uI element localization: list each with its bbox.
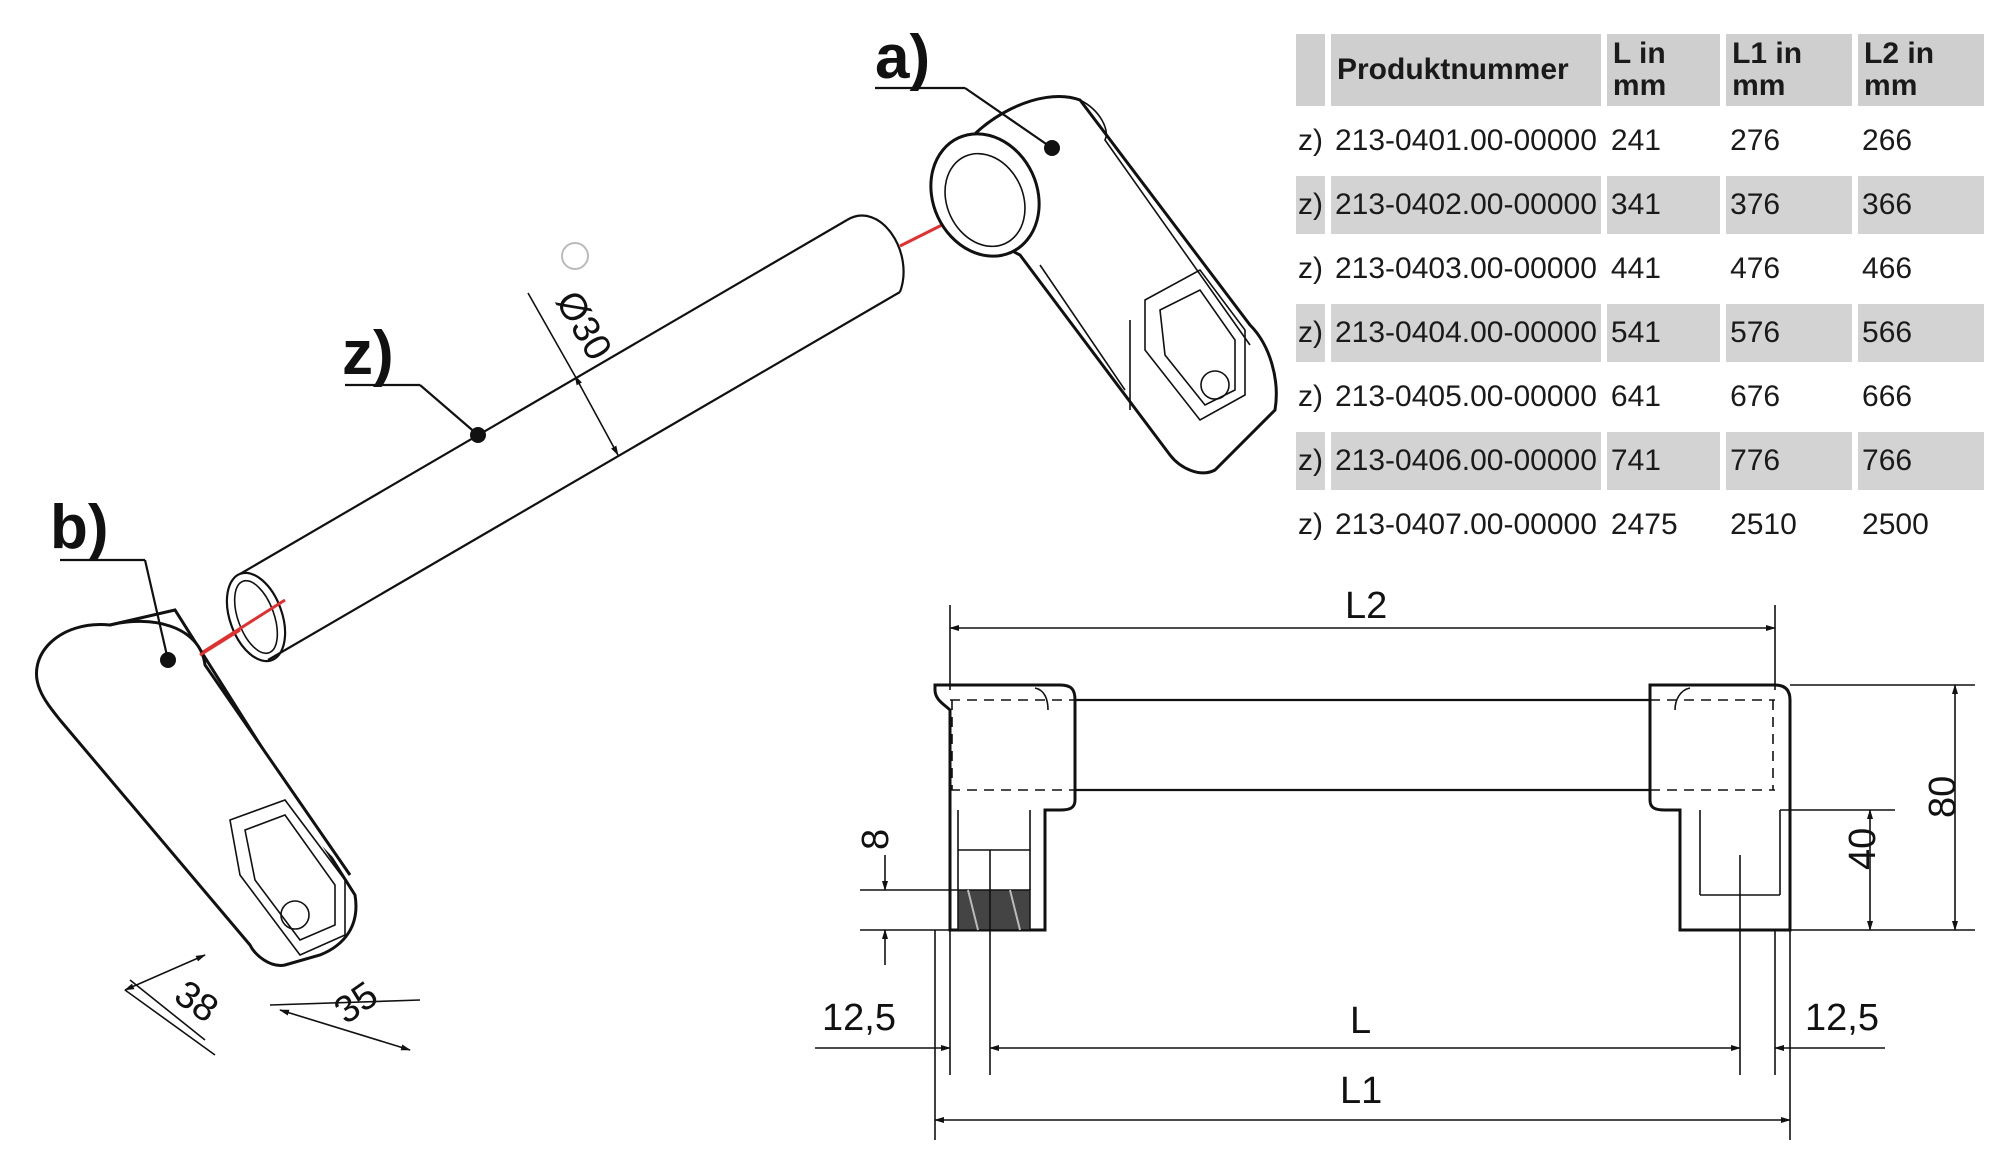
cell-L: 641 — [1610, 380, 1661, 413]
cell-product: 213-0403.00-00000 — [1335, 252, 1597, 285]
header-L2: L2 in mm — [1858, 34, 1984, 106]
cell-product: 213-0405.00-00000 — [1335, 380, 1597, 413]
dim-8-label: 8 — [855, 829, 897, 850]
callout-z-label: z) — [342, 319, 394, 388]
cell-L1: 676 — [1730, 380, 1781, 413]
dim-offset-right-label: 12,5 — [1805, 997, 1879, 1039]
header-L: L in mm — [1606, 34, 1721, 106]
cell-prefix: z) — [1296, 304, 1325, 362]
bracket-part-a — [929, 94, 1278, 475]
cell-prefix: z) — [1298, 252, 1323, 285]
cell-L: 741 — [1606, 432, 1721, 490]
table-row: z) 213-0403.00-00000 441 476 466 — [1296, 240, 1984, 298]
header-blank — [1296, 34, 1325, 106]
cell-L1: 376 — [1726, 176, 1853, 234]
table-row: z) 213-0402.00-00000 341 376 366 — [1296, 176, 1984, 234]
dim-40-label: 40 — [1842, 828, 1884, 870]
base-dimensions: 38 35 — [124, 954, 421, 1056]
cell-L1: 476 — [1730, 252, 1781, 285]
diameter-label: Ø30 — [547, 284, 619, 367]
cell-prefix: z) — [1296, 176, 1325, 234]
diameter-dimension: Ø30 — [527, 284, 619, 456]
cell-L2: 366 — [1858, 176, 1984, 234]
product-table: Produktnummer L in mm L1 in mm L2 in mm … — [1290, 28, 1990, 560]
table-header-row: Produktnummer L in mm L1 in mm L2 in mm — [1296, 34, 1984, 106]
bracket-part-b — [35, 608, 358, 967]
callout-b: b) — [50, 493, 176, 668]
cell-L1: 2510 — [1730, 508, 1797, 541]
table-row: z) 213-0405.00-00000 641 676 666 — [1296, 368, 1984, 426]
cell-product: 213-0406.00-00000 — [1331, 432, 1601, 490]
cell-L2: 666 — [1862, 380, 1913, 413]
width-38-label: 38 — [167, 973, 226, 1032]
callout-b-label: b) — [50, 493, 109, 562]
cell-L2: 266 — [1862, 124, 1913, 157]
callout-a: a) — [875, 23, 1060, 156]
table-row: z) 213-0404.00-00000 541 576 566 — [1296, 304, 1984, 362]
dim-L2-label: L2 — [1345, 585, 1387, 627]
dim-offset-left-label: 12,5 — [822, 997, 896, 1039]
width-35-label: 35 — [327, 974, 386, 1033]
cell-product: 213-0407.00-00000 — [1335, 508, 1597, 541]
table-row: z) 213-0401.00-00000 241 276 266 — [1296, 112, 1984, 170]
cell-L: 241 — [1610, 124, 1661, 157]
tube-part-z — [202, 204, 981, 663]
dim-80-label: 80 — [1922, 776, 1964, 818]
header-product: Produktnummer — [1331, 34, 1601, 106]
cell-prefix: z) — [1296, 432, 1325, 490]
cell-product: 213-0401.00-00000 — [1335, 124, 1597, 157]
cell-L2: 466 — [1862, 252, 1913, 285]
cell-prefix: z) — [1298, 380, 1323, 413]
callout-a-label: a) — [875, 23, 930, 92]
front-view: L2 80 40 8 12,5 L 12,5 L1 — [815, 585, 1975, 1140]
dim-L1-label: L1 — [1340, 1070, 1382, 1112]
cell-prefix: z) — [1298, 124, 1323, 157]
cell-L2: 566 — [1858, 304, 1984, 362]
dim-L-label: L — [1350, 1000, 1371, 1042]
cell-L: 2475 — [1610, 508, 1678, 541]
table-row: z) 213-0406.00-00000 741 776 766 — [1296, 432, 1984, 490]
cell-L: 541 — [1606, 304, 1721, 362]
cell-prefix: z) — [1298, 508, 1323, 541]
table-row: z) 213-0407.00-00000 2475 2510 2500 — [1296, 496, 1984, 554]
callout-z: z) — [342, 319, 486, 443]
header-L1: L1 in mm — [1726, 34, 1853, 106]
cell-L2: 2500 — [1862, 508, 1929, 541]
cell-L2: 766 — [1858, 432, 1984, 490]
cell-L1: 276 — [1730, 124, 1781, 157]
cell-product: 213-0402.00-00000 — [1331, 176, 1601, 234]
cell-L: 341 — [1606, 176, 1721, 234]
cell-L1: 576 — [1726, 304, 1853, 362]
isometric-view: Ø30 z) a) — [35, 23, 1278, 1056]
cell-L: 441 — [1610, 252, 1661, 285]
cell-L1: 776 — [1726, 432, 1853, 490]
cell-product: 213-0404.00-00000 — [1331, 304, 1601, 362]
